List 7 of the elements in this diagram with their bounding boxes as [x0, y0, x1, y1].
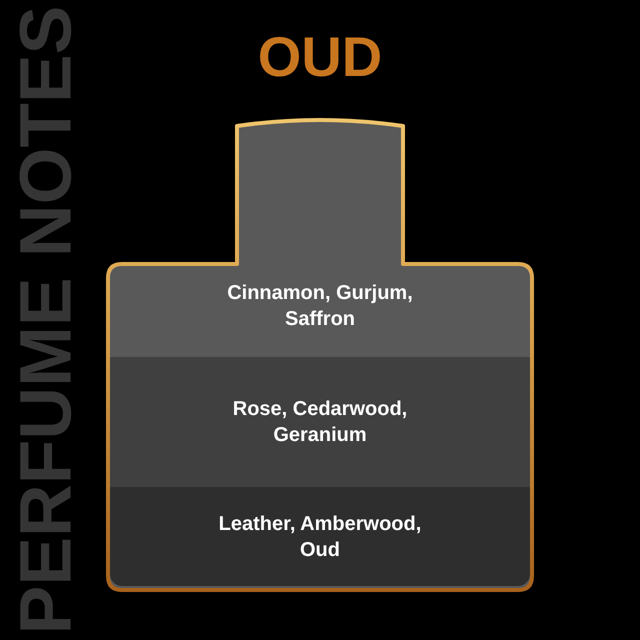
notes-text: Leather, Amberwood, Oud	[218, 512, 422, 562]
perfume-bottle	[106, 116, 534, 592]
notes-text: Rose, Cedarwood, Geranium	[232, 397, 408, 448]
notes-text: Cinnamon, Gurjum, Saffron	[226, 280, 414, 332]
middle-layer-band	[110, 357, 530, 487]
base-layer-band	[110, 487, 530, 586]
title: OUD	[258, 29, 382, 85]
